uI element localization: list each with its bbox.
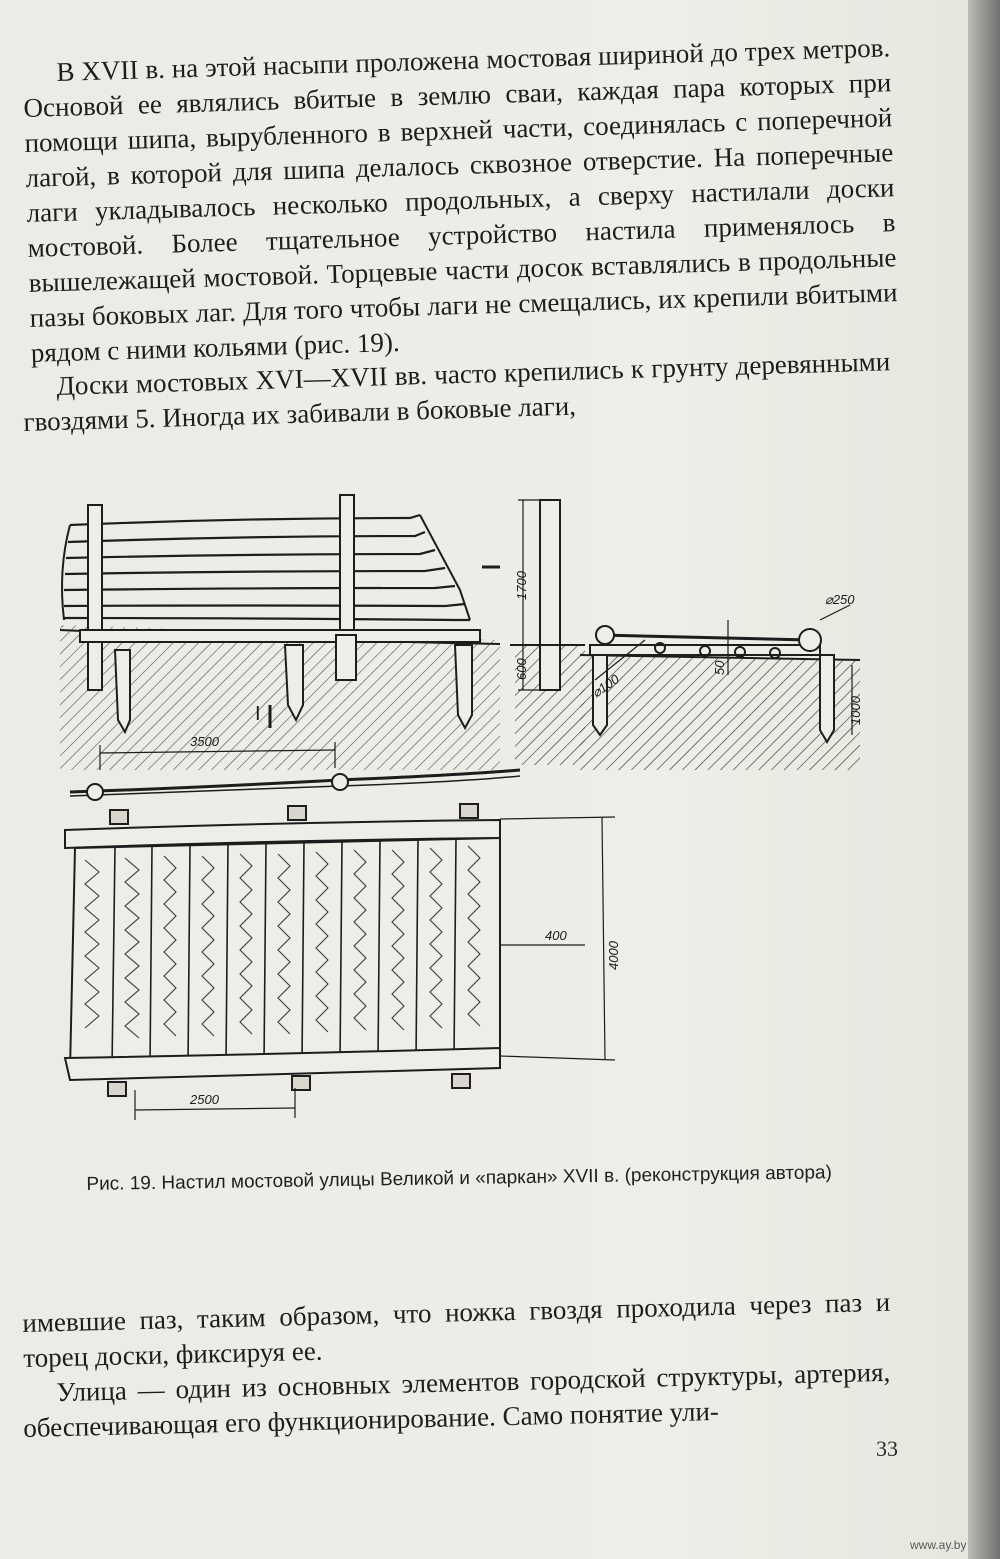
dim-250: ⌀250 — [825, 592, 855, 607]
deck-plan — [63, 742, 616, 1120]
dim-2500: 2500 — [189, 1092, 220, 1107]
figure-19: 1700 600 ⌀250 ⌀1 — [40, 470, 920, 1160]
figure-caption: Рис. 19. Настил мостовой улицы Великой и… — [86, 1162, 833, 1195]
dim-400: 400 — [545, 928, 567, 943]
dim-3500: 3500 — [190, 734, 220, 749]
pole-section — [510, 499, 585, 765]
section-mark-i: I — [255, 703, 261, 725]
paragraph-1: В XVII в. на этой насыпи проложена мосто… — [23, 32, 898, 368]
book-page: В XVII в. на этой насыпи проложена мосто… — [0, 0, 968, 1559]
dim-600: 600 — [514, 658, 529, 680]
dim-50: 50 — [712, 660, 727, 675]
street-section — [579, 604, 861, 770]
figure-drawing: 1700 600 ⌀250 ⌀1 — [59, 494, 863, 1120]
page-number: 33 — [876, 1436, 898, 1461]
dim-1700: 1700 — [514, 570, 529, 600]
dim-4000: 4000 — [606, 940, 621, 970]
dim-1000: 1000 — [848, 695, 863, 725]
next-page-edge — [968, 0, 1000, 1559]
fence-elevation — [59, 494, 501, 770]
watermark: www.ay.by — [910, 1538, 967, 1552]
